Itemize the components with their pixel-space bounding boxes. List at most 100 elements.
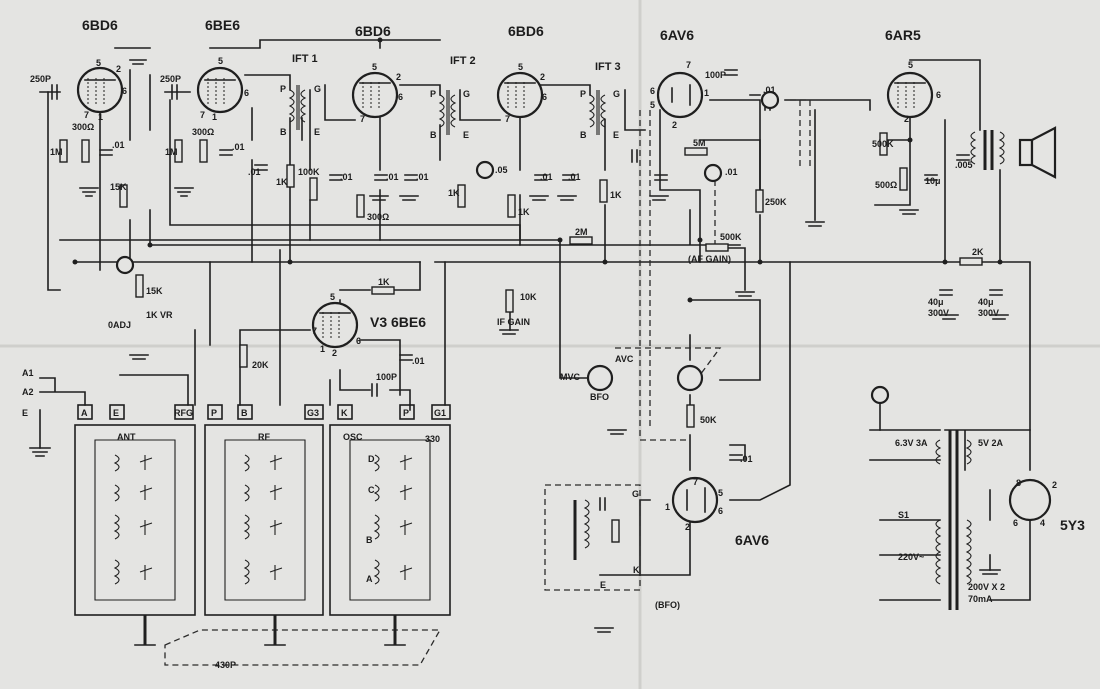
label: 10K: [520, 292, 537, 302]
label: 220V~: [898, 552, 924, 562]
label: .01: [232, 142, 245, 152]
label: 5M: [693, 138, 706, 148]
label: A: [81, 408, 88, 418]
tube-label-osc: V3 6BE6: [370, 314, 426, 330]
pin: 6: [122, 86, 127, 96]
coil-boxes: [39, 374, 451, 645]
aux-components: [115, 90, 1057, 610]
pin: 7: [686, 60, 691, 70]
shield-dashes: [164, 99, 811, 666]
label: C: [368, 485, 375, 495]
pin: 7: [505, 114, 510, 124]
pin: 7: [360, 114, 365, 124]
label: 6.3V 3A: [895, 438, 928, 448]
pin: E: [613, 130, 619, 140]
pin: G: [463, 89, 470, 99]
label: 20K: [252, 360, 269, 370]
label: A: [366, 574, 373, 584]
component-labels: 250P 250P 1M 300Ω .01 15K 15K 1K VR 0ADJ…: [22, 70, 1005, 670]
label: .01: [763, 85, 776, 95]
label: .01: [340, 172, 353, 182]
label: .01: [248, 167, 261, 177]
label: 300Ω: [72, 122, 94, 132]
pin: 6: [542, 92, 547, 102]
pin: 2: [332, 348, 337, 358]
label: 0ADJ: [108, 320, 131, 330]
pin: 2: [672, 120, 677, 130]
label: 500K: [872, 139, 894, 149]
label: 300Ω: [192, 127, 214, 137]
label: K: [633, 565, 640, 575]
label: OSC: [343, 432, 363, 442]
label: MVC: [560, 372, 581, 382]
label: P: [211, 408, 217, 418]
pin: E: [463, 130, 469, 140]
tube-6ar5: [886, 71, 934, 119]
tube-envelopes: [76, 66, 1052, 524]
label: E: [600, 580, 606, 590]
pin: 7: [200, 110, 205, 120]
label: .01: [540, 172, 553, 182]
label: 40μ: [978, 297, 994, 307]
label: 1M: [50, 147, 63, 157]
pin: 7: [312, 326, 317, 336]
tube-6be6-mixer: [196, 66, 244, 114]
label: P: [403, 408, 409, 418]
pin: 2: [904, 114, 909, 124]
pin: P: [580, 89, 586, 99]
tube-6be6-osc: [311, 301, 359, 349]
tube-grids: [84, 78, 926, 513]
pin: 2: [116, 64, 121, 74]
tube-label-det: 6AV6: [660, 27, 694, 43]
main-wiring: [39, 39, 1031, 601]
label: .01: [568, 172, 581, 182]
label: 1M: [165, 147, 178, 157]
label: G3: [307, 408, 319, 418]
pin: 7: [84, 110, 89, 120]
ift2-label: IFT 2: [450, 55, 476, 67]
label: RFG: [174, 408, 193, 418]
label: 300V: [928, 308, 949, 318]
tube-label-mixer: 6BE6: [205, 17, 240, 33]
label: ANT: [117, 432, 136, 442]
if-transformers: [288, 85, 607, 135]
tube-label-if1: 6BD6: [355, 23, 391, 39]
label: 10μ: [925, 176, 941, 186]
label: IF GAIN: [497, 317, 530, 327]
tube-6av6-det: [656, 71, 704, 119]
pin: 1: [98, 112, 103, 122]
label: .01: [740, 454, 753, 464]
label: 1K: [518, 207, 530, 217]
label: .01: [412, 356, 425, 366]
pin: 4: [1040, 518, 1045, 528]
pin: 5: [908, 60, 913, 70]
pin: E: [314, 127, 320, 137]
pin: P: [280, 84, 286, 94]
label: 40μ: [928, 297, 944, 307]
label: 1K VR: [146, 310, 173, 320]
tube-6bd6-if2: [496, 71, 544, 119]
tube-label-5y3: 5Y3: [1060, 517, 1085, 533]
pin: 6: [398, 92, 403, 102]
pin: 1: [212, 112, 217, 122]
pin: P: [430, 89, 436, 99]
pin: 2: [1052, 480, 1057, 490]
label: (AF GAIN): [688, 254, 731, 264]
label: S1: [898, 510, 909, 520]
label: 500K: [720, 232, 742, 242]
label: .01: [416, 172, 429, 182]
capacitors: [51, 69, 1003, 511]
label: K: [341, 408, 348, 418]
label: 2K: [972, 247, 984, 257]
label: .01: [112, 140, 125, 150]
tube-6bd6-if1: [351, 71, 399, 119]
pin: G: [314, 84, 321, 94]
label: E: [22, 408, 28, 418]
label: 250P: [30, 74, 51, 84]
pin: 2: [685, 522, 690, 532]
pin: 8: [1016, 478, 1021, 488]
label: BFO: [590, 392, 609, 402]
ift3-label: IFT 3: [595, 61, 621, 73]
label: .005: [955, 160, 973, 170]
